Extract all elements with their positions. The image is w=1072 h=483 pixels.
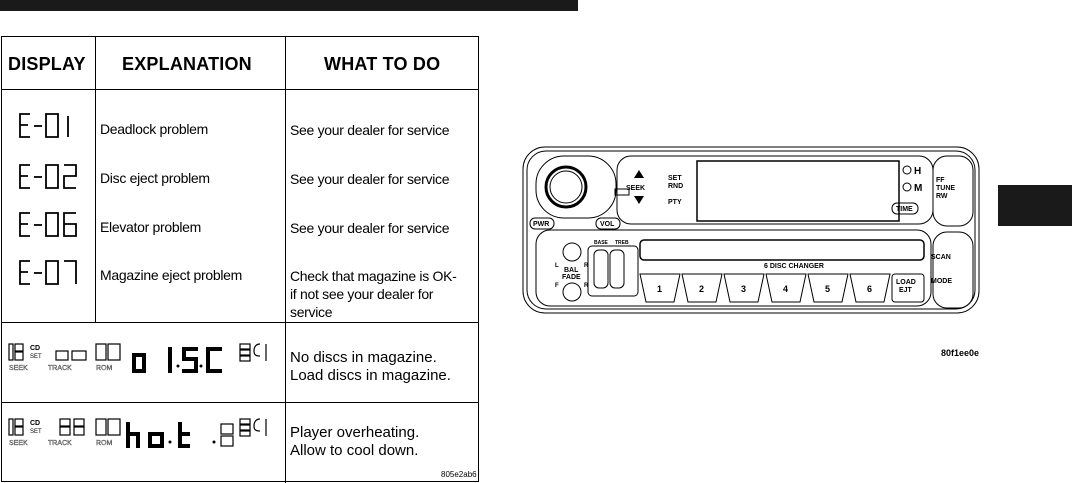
seek-down-icon[interactable] [634, 196, 644, 204]
pwr-button[interactable] [529, 217, 555, 230]
explanation-e07: Magazine eject problem [100, 267, 243, 283]
section-tab [998, 185, 1072, 226]
preset-button-1[interactable] [639, 273, 681, 303]
preset-label-6: 6 [867, 284, 872, 294]
disc-changer-label: 6 DISC CHANGER [764, 263, 824, 270]
mode-label: MODE [931, 278, 952, 285]
preset-label-3: 3 [741, 284, 746, 294]
rw-label: RW [936, 193, 948, 200]
lcd-seek-label-2: SEEK [9, 440, 28, 447]
preset-label-1: 1 [657, 284, 662, 294]
bal-label: BAL [564, 267, 579, 274]
radio-faceplate: 1 2 3 4 5 6 PWR VOL SEEK SET RND PTY H M TIME… [522, 146, 980, 314]
fade-label: FADE [562, 274, 581, 281]
preset-label-5: 5 [825, 284, 830, 294]
preset-button-5[interactable] [807, 273, 849, 303]
lcd-cd-label-2: CD [30, 420, 40, 427]
h-indicator [902, 165, 912, 175]
lcd-seek-label: SEEK [9, 365, 28, 372]
lcd-rom-label-2: ROM [96, 440, 113, 447]
action-no-disc-line1: No discs in magazine. [290, 349, 437, 366]
pwr-label: PWR [533, 221, 549, 228]
action-e02: See your dealer for service [290, 171, 450, 187]
row-divider-1 [2, 322, 478, 323]
preset-button-6[interactable] [849, 273, 891, 303]
ff-label: FF [936, 177, 945, 184]
ejt-label: EJT [899, 287, 913, 294]
h-label: H [914, 166, 921, 177]
table-figure-id: 805e2ab6 [441, 470, 477, 479]
col-divider-2 [285, 37, 286, 483]
code-e07-display [19, 260, 77, 285]
m-indicator [902, 182, 912, 192]
seek-label: SEEK [626, 185, 645, 192]
explanation-e01: Deadlock problem [100, 121, 209, 137]
explanation-e06: Elevator problem [100, 219, 202, 235]
header-explanation: EXPLANATION [122, 54, 252, 74]
row-divider-2 [2, 402, 478, 403]
preset-label-4: 4 [783, 284, 788, 294]
action-e07-line2: if not see your dealer for service [290, 286, 434, 320]
lcd-cd-label: CD [30, 345, 40, 352]
base-label: BASE [594, 240, 609, 246]
action-e06: See your dealer for service [290, 220, 450, 236]
action-hot-line2: Allow to cool down. [290, 442, 419, 459]
lcd-set-label: SET [30, 354, 42, 360]
action-e07-line1: Check that magazine is OK- [290, 268, 457, 284]
lcd-set-label-2: SET [30, 429, 42, 435]
vol-button[interactable] [595, 217, 621, 230]
time-label: TIME [896, 206, 913, 213]
radio-figure-id: 80f1ee0e [941, 348, 980, 358]
seek-up-icon[interactable] [634, 170, 644, 178]
seek-down-arrow [614, 188, 630, 196]
scan-label: SCAN [931, 254, 951, 261]
preset-buttons: 1 2 3 4 5 6 [639, 273, 925, 303]
f-label: F [555, 283, 559, 289]
code-e06-display [19, 212, 77, 237]
rnd-label: RND [668, 183, 683, 190]
header-what-to-do: WHAT TO DO [324, 54, 441, 74]
explanation-e02: Disc eject problem [100, 170, 210, 186]
load-eject-button[interactable] [891, 273, 925, 303]
preset-button-4[interactable] [765, 273, 807, 303]
preset-button-3[interactable] [723, 273, 765, 303]
lcd-track-label-2: TRACK [48, 440, 72, 447]
header-display: DISPLAY [8, 54, 86, 74]
lcd-no-disc-display: CD SET SEEK TRACK ROM [8, 343, 267, 373]
top-black-bar [0, 0, 578, 11]
load-label: LOAD [896, 279, 916, 286]
code-e01-display [19, 113, 69, 138]
action-hot-line1: Player overheating. [290, 424, 420, 441]
pty-label: PTY [668, 199, 682, 206]
vol-label: VOL [600, 221, 615, 228]
set-label: SET [668, 175, 682, 182]
col-divider-1 [95, 37, 96, 323]
r2-label: R [584, 283, 589, 289]
r-label: R [584, 263, 589, 269]
preset-label-2: 2 [699, 284, 704, 294]
l-label: L [555, 263, 559, 269]
table-header: DISPLAY EXPLANATION WHAT TO DO [2, 37, 478, 90]
tune-label: TUNE [936, 185, 955, 192]
m-label: M [914, 183, 922, 194]
lcd-rom-label: ROM [96, 365, 113, 372]
code-e02-display [19, 164, 77, 189]
time-button[interactable] [891, 202, 919, 215]
lcd-hot-display: CD SET SEEK TRACK ROM [8, 418, 267, 448]
action-e01: See your dealer for service [290, 122, 450, 138]
treb-label: TREB [615, 240, 629, 246]
error-code-table: DISPLAY EXPLANATION WHAT TO DO Deadlock … [1, 36, 479, 483]
preset-button-2[interactable] [681, 273, 723, 303]
action-no-disc-line2: Load discs in magazine. [290, 367, 451, 384]
lcd-track-label: TRACK [48, 365, 72, 372]
